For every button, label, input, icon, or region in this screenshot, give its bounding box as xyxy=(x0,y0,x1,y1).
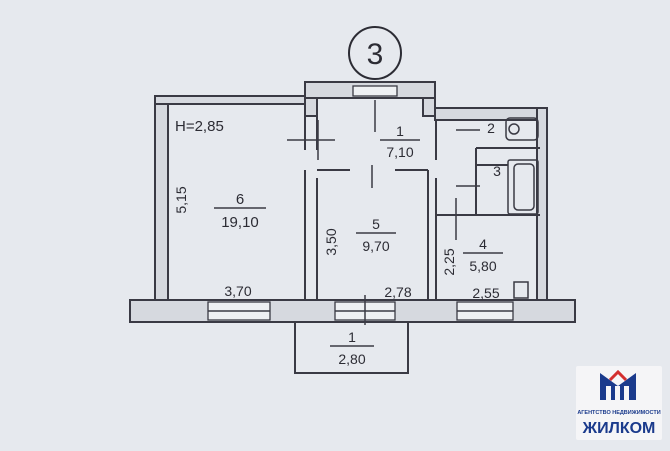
unit-number: 3 xyxy=(367,38,384,71)
balcony xyxy=(294,322,409,374)
room-5-number: 5 xyxy=(372,216,380,232)
sink-icon xyxy=(513,281,529,299)
fixtures xyxy=(505,117,539,299)
unit-number-circle xyxy=(348,26,402,80)
room-2-number: 2 xyxy=(487,120,495,136)
room-4-height-dim: 2,25 xyxy=(441,248,457,275)
room-6-area: 19,10 xyxy=(221,214,259,231)
balcony-number: 1 xyxy=(348,329,356,345)
labels: H=2,85 1 7,10 2 3 4 5,80 5 9,70 6 19,10 … xyxy=(173,118,503,367)
zhilkom-logo: АГЕНТСТВО НЕДВИЖИМОСТИ ЖИЛКОМ xyxy=(576,366,662,440)
room-6-height-dim: 5,15 xyxy=(173,186,189,213)
room-1-number: 1 xyxy=(396,123,404,139)
logo-tagline: АГЕНТСТВО НЕДВИЖИМОСТИ xyxy=(577,410,660,416)
door-marks xyxy=(287,100,480,325)
toilet-icon xyxy=(505,117,539,141)
interior-walls xyxy=(304,116,540,300)
room-4-area: 5,80 xyxy=(469,258,496,274)
room-4-number: 4 xyxy=(479,236,487,252)
room-5-area: 9,70 xyxy=(362,238,389,254)
room-5-height-dim: 3,50 xyxy=(323,228,339,255)
room-3-number: 3 xyxy=(493,163,501,179)
building-emblem-icon xyxy=(600,369,636,400)
room-5-width-dim: 2,78 xyxy=(384,284,411,300)
room-6-width-dim: 3,70 xyxy=(224,283,251,299)
ceiling-height-label: H=2,85 xyxy=(175,118,224,135)
room-1-area: 7,10 xyxy=(386,144,413,160)
windows xyxy=(207,85,514,321)
logo-name: ЖИЛКОМ xyxy=(582,420,656,437)
room-6-number: 6 xyxy=(236,191,244,208)
balcony-area: 2,80 xyxy=(338,351,365,367)
bathtub-icon xyxy=(507,159,539,215)
room-4-width-dim: 2,55 xyxy=(472,285,499,301)
